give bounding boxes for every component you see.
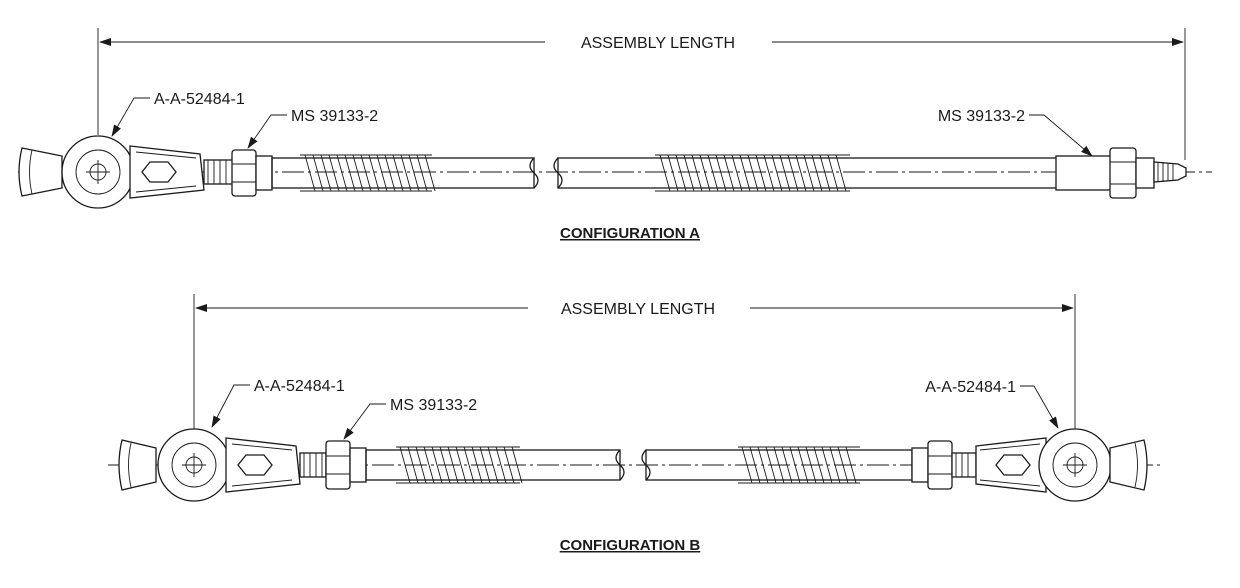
hex-nut-right — [911, 440, 953, 490]
configuration-b: ASSEMBLY LENGTH — [108, 294, 1160, 554]
left-coupling-label: A-A-52484-1 — [154, 91, 245, 108]
configuration-a: ASSEMBLY LENGTH — [18, 28, 1212, 242]
gladhand-coupling-right — [975, 428, 1148, 502]
right-coupling-label: A-A-52484-1 — [925, 379, 1016, 396]
configuration-a-title: CONFIGURATION A — [560, 225, 700, 242]
left-fitting-label: MS 39133-2 — [390, 397, 477, 414]
gladhand-coupling-left — [18, 135, 205, 209]
assembly-length-label: ASSEMBLY LENGTH — [581, 35, 735, 52]
gladhand-coupling-left — [118, 428, 301, 502]
nipple-left — [203, 159, 235, 185]
right-fitting-label: MS 39133-2 — [938, 108, 1025, 125]
spring-guard-left — [396, 446, 523, 484]
threaded-end — [1153, 161, 1187, 183]
spring-guard-right — [655, 154, 850, 192]
assembly-length-label: ASSEMBLY LENGTH — [561, 301, 715, 318]
configuration-b-title: CONFIGURATION B — [560, 537, 701, 554]
hex-nut-right — [1109, 147, 1155, 199]
left-fitting-label: MS 39133-2 — [291, 108, 378, 125]
left-coupling-label: A-A-52484-1 — [254, 378, 345, 395]
hex-nut-left — [325, 440, 367, 490]
ferrule-right — [1055, 155, 1113, 191]
spring-guard-left — [300, 154, 436, 192]
hose-right — [557, 157, 1059, 189]
hex-nut-left — [231, 149, 273, 197]
spring-guard-right — [738, 446, 860, 484]
